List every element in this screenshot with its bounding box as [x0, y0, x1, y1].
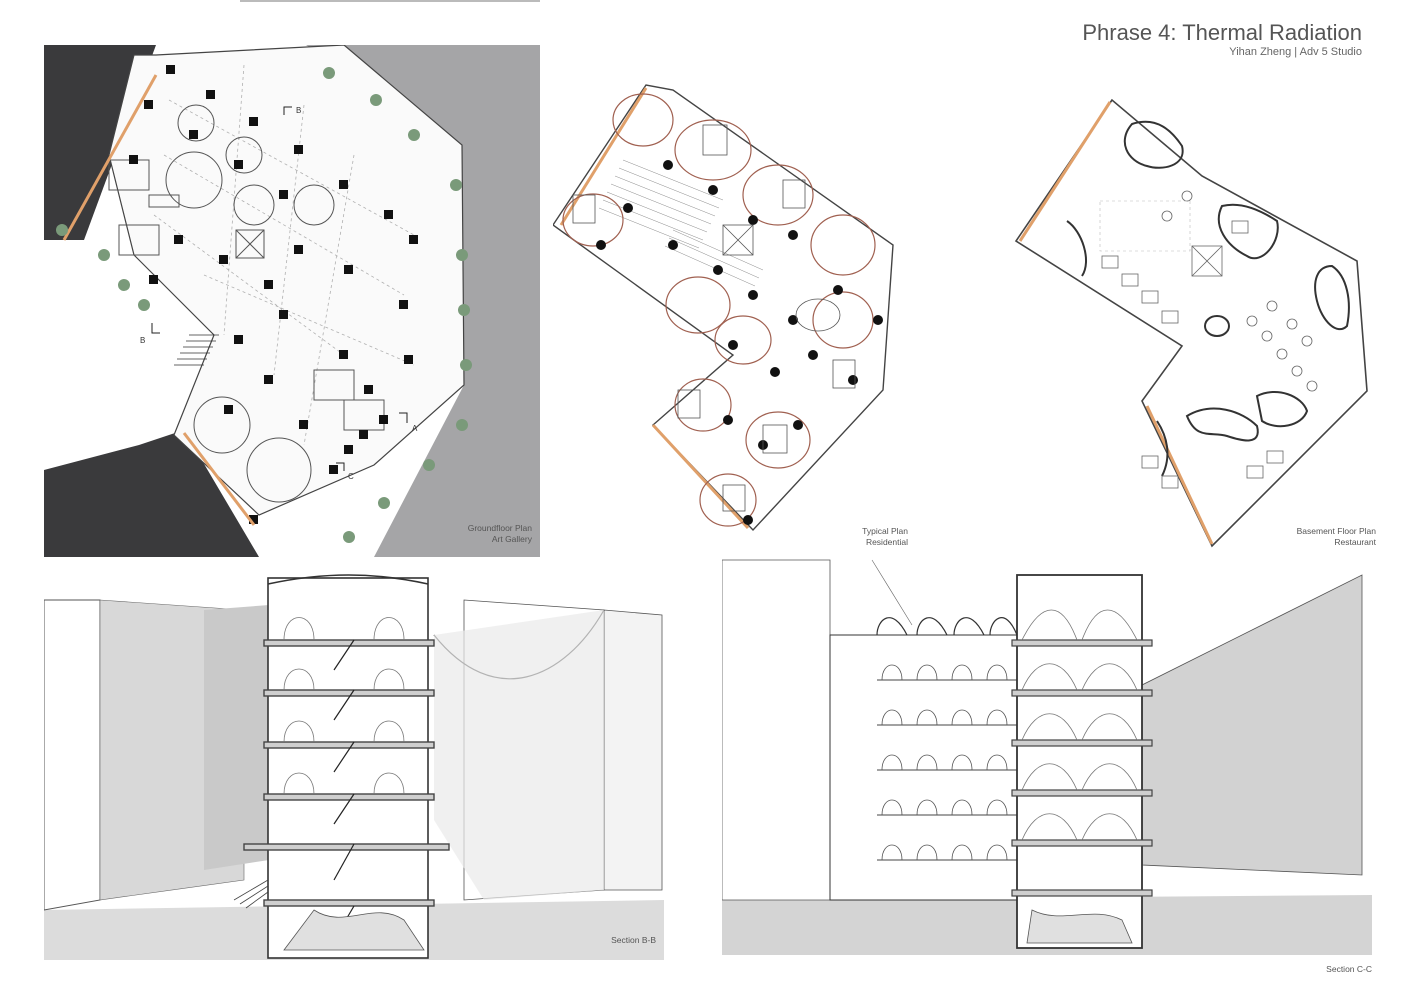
roof-vaults-cc — [876, 617, 1018, 636]
typical-plan-panel — [553, 80, 913, 550]
column-grid — [129, 65, 418, 524]
groundfloor-plan-panel: B B A C Groundfloor Plan Art Gallery — [44, 45, 540, 557]
basement-plan-drawing — [1014, 98, 1368, 548]
basement-plan-panel — [1012, 96, 1372, 548]
groundfloor-plan-caption: Groundfloor Plan Art Gallery — [467, 523, 532, 544]
typical-plan-drawing — [553, 84, 894, 532]
page-subtitle: Yihan Zheng | Adv 5 Studio — [1229, 46, 1362, 58]
top-edge-rule — [240, 0, 540, 2]
room-curves — [562, 93, 876, 527]
typical-plan-caption: Typical Plan Residential — [862, 526, 908, 547]
section-marker-b-bottom: B — [140, 336, 145, 345]
vaults-cc — [1021, 609, 1138, 841]
floors-cc — [877, 679, 1017, 861]
section-marker-a: A — [412, 424, 418, 433]
stair — [174, 334, 219, 366]
organic-booths — [1066, 120, 1350, 477]
section-cc-drawing — [722, 559, 1372, 955]
arcade-arches-cc — [881, 664, 1008, 861]
grey-street — [306, 45, 540, 557]
section-cc-panel: Section C-C — [722, 555, 1372, 975]
section-cc-caption: Section C-C — [1326, 964, 1372, 974]
column-grid-typical — [596, 160, 883, 525]
section-marker-b-top: B — [296, 106, 301, 115]
section-bb-drawing — [44, 574, 664, 960]
tables — [1101, 190, 1318, 489]
groundfloor-plan-drawing: B B A C — [44, 45, 540, 557]
section-bb-caption: Section B-B — [611, 935, 656, 945]
arches-bb — [283, 617, 405, 795]
page-title: Phrase 4: Thermal Radiation — [1082, 20, 1362, 45]
dark-neighbor-block-south — [44, 430, 259, 557]
basement-plan-caption: Basement Floor Plan Restaurant — [1296, 526, 1376, 547]
section-marker-c: C — [348, 472, 354, 481]
title-block: Phrase 4: Thermal Radiation Yihan Zheng … — [1082, 20, 1362, 58]
section-bb-panel: Section B-B — [44, 570, 664, 960]
